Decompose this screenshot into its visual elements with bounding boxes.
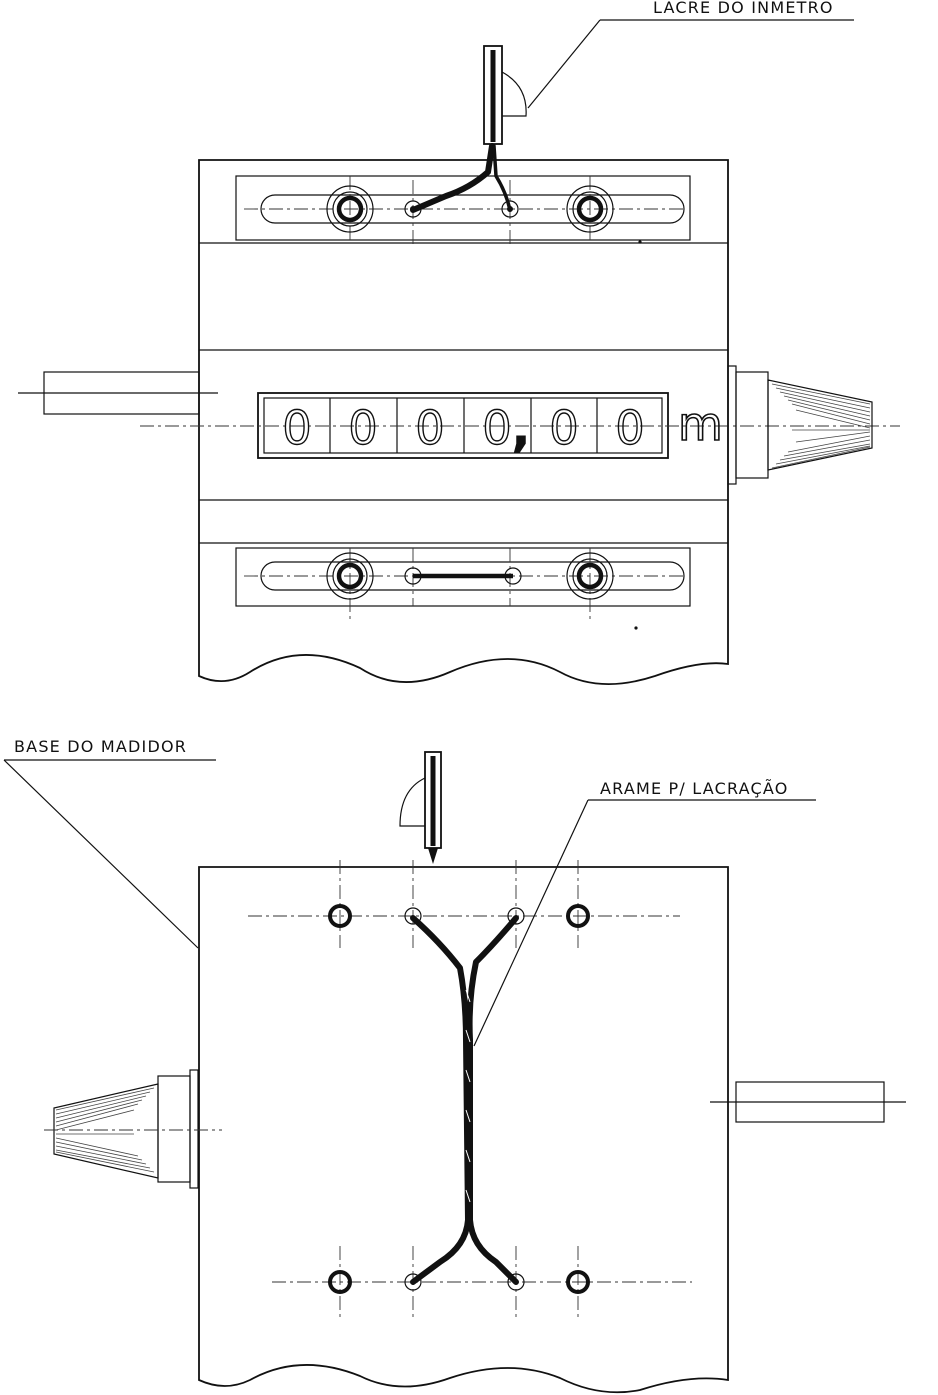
decimal-comma: , xyxy=(511,396,532,459)
upper-slot xyxy=(260,194,685,224)
bolt-icon xyxy=(336,562,364,590)
counter-digit: 0 xyxy=(615,401,644,455)
wire-callout: ARAME P/ LACRAÇÃO xyxy=(473,779,816,1047)
lower-mount-plate xyxy=(235,547,691,607)
lower-slot xyxy=(260,561,685,591)
cable-gland-icon xyxy=(727,365,873,485)
wire-label: ARAME P/ LACRAÇÃO xyxy=(600,779,789,798)
unit-label: m xyxy=(678,397,723,451)
counter-digit: 0 xyxy=(482,401,511,455)
bottom-view xyxy=(44,751,906,1394)
counter-digit: 0 xyxy=(549,401,578,455)
bolt-icon xyxy=(566,1270,590,1294)
bolt-icon xyxy=(336,195,364,223)
cable-gland-icon xyxy=(44,1069,222,1189)
top-housing xyxy=(198,159,729,685)
bolt-icon xyxy=(328,904,352,928)
sealing-wire xyxy=(410,915,471,1285)
top-view: 0 0 0 0 , 0 0 m xyxy=(18,45,900,685)
seal-label: LACRE DO INMETRO xyxy=(653,0,834,17)
seal-tab xyxy=(501,71,527,117)
counter-digit: 0 xyxy=(348,401,377,455)
counter-digit: 0 xyxy=(282,401,311,455)
upper-mount-plate xyxy=(235,175,691,241)
bolt-icon xyxy=(576,562,604,590)
bolt-outer-ring xyxy=(326,185,374,233)
counter-window xyxy=(257,392,669,459)
base-label: BASE DO MADIDOR xyxy=(14,737,187,756)
seal-wire xyxy=(410,143,495,213)
bolt-icon xyxy=(566,904,590,928)
bolt-icon xyxy=(328,1270,352,1294)
bottom-housing xyxy=(198,866,729,1394)
base-callout: BASE DO MADIDOR xyxy=(3,737,216,949)
counter-digit: 0 xyxy=(415,401,444,455)
seal-callout: LACRE DO INMETRO xyxy=(527,0,854,109)
bolt-icon xyxy=(576,195,604,223)
seal-hole xyxy=(501,200,519,218)
